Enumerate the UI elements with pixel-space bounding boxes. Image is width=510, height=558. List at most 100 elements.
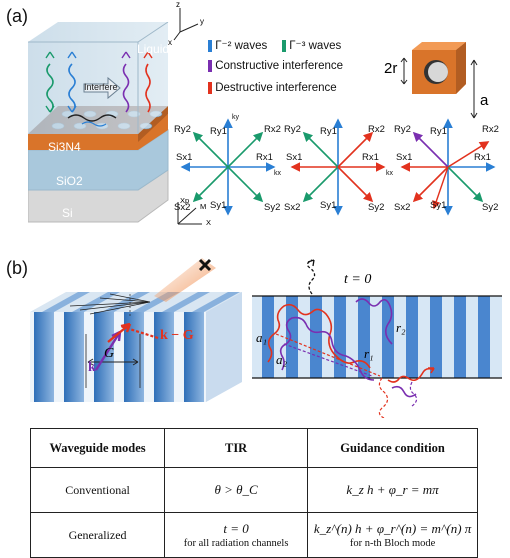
grating-slab-illustration [30,258,242,402]
cell-guidance-note: for n-th Bloch mode [349,537,436,549]
interfere-arrow [83,76,121,100]
layer-stack-illustration [28,22,169,223]
panel-b-label: (b) [6,258,28,278]
r2-label: r₂ [396,320,406,335]
legend-gamma3: Γ⁻³ waves [282,38,341,52]
kspace-diagram-1 [180,118,276,216]
legend-gamma2-label: Γ⁻² waves [215,40,268,52]
liquid-label: Liquid [137,42,170,56]
legend-gamma2-swatch [208,39,212,52]
red-arrow [107,323,131,343]
rx1-label: Rx1 [256,152,273,163]
cell-tir: θ > θ_C [164,467,309,513]
cell-tir: t = 0 for all radiation channels [164,512,309,558]
table-row: Generalized t = 0 for all radiation chan… [29,512,478,558]
k-vector-label: k [88,360,96,375]
cell-guidance: k_z^(n) h + φ_r^(n) = m^(n) π for n-th B… [307,512,478,558]
cell-guidance-expr: k_z^(n) h + φ_r^(n) = m^(n) π [313,520,472,536]
ry2-label: Ry2 [394,124,411,135]
unit-cell-illustration [412,42,478,119]
sy2-label: Sy2 [264,202,281,213]
rx1-label: Rx1 [474,152,491,163]
sx1-label: Sx1 [176,152,193,163]
liquid-region [28,22,168,134]
cell-tir-note: for all radiation channels [183,537,289,549]
exit-dashed-arrow [306,259,316,295]
sy2-label: Sy2 [482,202,499,213]
sy2-label: Sy2 [368,202,385,213]
bz-x-label: X [206,218,212,227]
sy1-label: Sy1 [210,200,227,211]
legend: Γ⁻² waves Γ⁻³ waves Constructive interfe… [208,38,408,110]
period-label: a [480,92,489,109]
cell-tir-expr: t = 0 [223,520,249,536]
purple-ray-a2 [279,316,375,381]
kx-label: kx [274,170,281,177]
cell-mode: Generalized [29,512,166,558]
t-zero-label: t = 0 [344,272,372,287]
waveguide-ray-diagram [252,259,502,418]
kx-label: kx [386,170,393,177]
ry2-label: Ry2 [284,124,301,135]
sx2-label: Sx2 [174,202,191,213]
brillouin-zone-axes [177,202,202,225]
si-label: Si [62,206,73,220]
header-waveguide-modes: Waveguide modes [29,428,166,468]
legend-destructive: Destructive interference [208,82,337,94]
legend-constructive: Constructive interference [208,60,343,72]
sy1-label: Sy1 [430,200,447,211]
red-ray-a1 [267,303,371,369]
sy1-label: Sy1 [320,200,337,211]
legend-destructive-swatch [208,82,212,94]
header-guidance-condition: Guidance condition [307,428,478,468]
kspace-2-labels: Ry2 Ry1 Rx2 Sx1 Rx1 kx Sx2 Sy1 Sy2 [282,112,398,232]
table-header-row: Waveguide modes TIR Guidance condition [29,428,478,468]
rx1-label: Rx1 [362,152,379,163]
diameter-arrow [400,57,408,85]
rx2-label: Rx2 [368,124,385,135]
rx2-label: Rx2 [482,124,499,135]
cell-guidance-expr: k_z h + φ_r = mπ [346,482,439,497]
kspace-diagram-3 [400,118,496,216]
kspace-1-labels: Ry2 Ry1 ky Rx2 Sx1 Rx1 kx Sx2 Sy1 Sy2 [172,112,508,232]
ry2-label: Ry2 [174,124,191,135]
blue-wave [68,63,76,113]
legend-constructive-swatch [208,60,212,72]
axis-y-label: y [200,17,204,26]
cell-tir-expr: θ > θ_C [214,482,258,497]
bz-xp-label: Xp [180,196,190,205]
green-wave [46,63,54,113]
legend-gamma3-swatch [282,39,286,52]
sx2-label: Sx2 [394,202,411,213]
axis-z-label: z [176,0,180,9]
sx1-label: Sx1 [286,152,303,163]
interfere-label: Interfere [84,82,118,92]
legend-constructive-label: Constructive interference [215,60,344,73]
diameter-label: 2r [384,60,398,77]
kspace-diagram-2 [290,118,386,216]
k-minus-g-vector [119,324,159,340]
si3n4-label: Si3N4 [48,140,81,154]
red-wave [145,63,151,113]
sio2-label: SiO2 [56,174,83,188]
blocked-x-icon [198,258,212,272]
waveguide-modes-table: Waveguide modes TIR Guidance condition C… [29,428,478,558]
a2-label: a₂ [276,352,288,367]
ky-label: ky [232,114,239,121]
si3n4-layer [28,114,168,150]
table-row: Conventional θ > θ_C k_z h + φ_r = mπ [29,467,478,513]
legend-gamma2: Γ⁻² waves [208,38,267,52]
coordinate-axes-icon [173,8,199,41]
rx2-label: Rx2 [264,124,281,135]
g-vector-label: G [104,346,115,361]
legend-destructive-label: Destructive interference [215,82,337,95]
sx1-label: Sx1 [396,152,413,163]
cell-guidance: k_z h + φ_r = mπ [307,467,478,513]
a1-label: a₁ [256,330,268,345]
purple-wave [122,63,130,113]
header-tir: TIR [164,428,309,468]
kspace-diagrams [180,118,496,216]
k-minus-g-label: k − G [160,328,194,343]
legend-gamma3-label: Γ⁻³ waves [289,40,342,52]
k-vector [94,331,122,371]
